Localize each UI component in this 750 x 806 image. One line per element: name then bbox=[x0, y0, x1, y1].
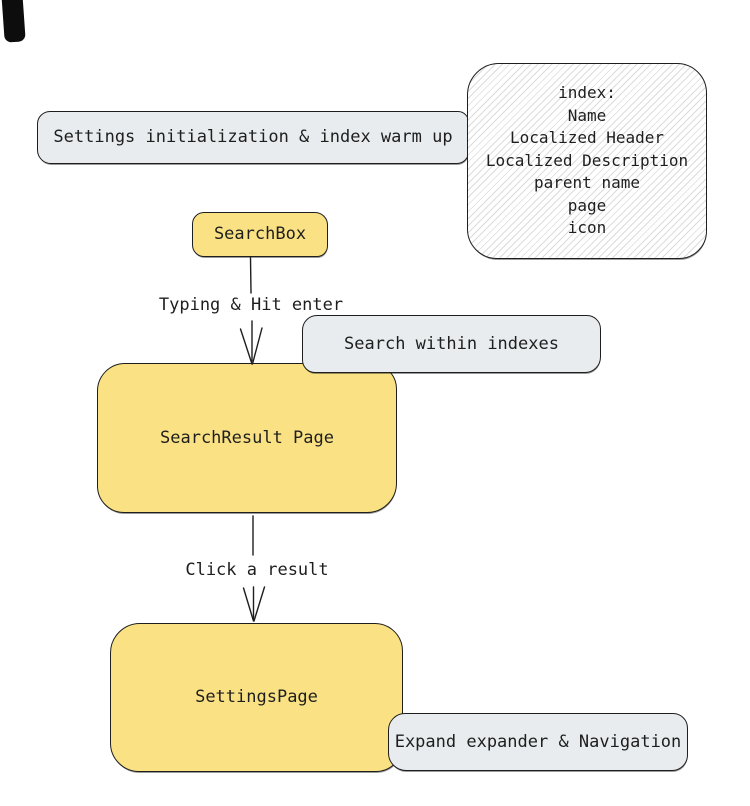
node-search-within-indexes: Search within indexes bbox=[302, 315, 601, 373]
index-line: parent name bbox=[534, 173, 640, 193]
node-expand-expander-navigation: Expand expander & Navigation bbox=[388, 713, 688, 771]
node-settingspage: SettingsPage bbox=[110, 623, 403, 772]
index-line: page bbox=[567, 195, 607, 215]
edge-label-typing-hit-enter: Typing & Hit enter bbox=[158, 295, 344, 315]
node-label: SearchBox bbox=[213, 224, 307, 245]
node-searchbox: SearchBox bbox=[192, 212, 328, 257]
node-index-fields: index: Name Localized Header Localized D… bbox=[467, 63, 707, 259]
node-searchresult-page: SearchResult Page bbox=[97, 363, 397, 513]
index-line: Name bbox=[567, 105, 607, 125]
index-line: icon bbox=[567, 218, 607, 238]
index-line: Localized Description bbox=[485, 150, 689, 170]
node-label: Search within indexes bbox=[344, 333, 559, 354]
node-label: SettingsPage bbox=[195, 687, 318, 708]
index-line: Localized Header bbox=[509, 128, 665, 148]
black-corner-shape bbox=[1, 0, 26, 43]
edge-label-click-a-result: Click a result bbox=[185, 560, 329, 580]
node-label: SearchResult Page bbox=[160, 427, 334, 448]
node-label: Settings initialization & index warm up bbox=[53, 127, 453, 148]
node-settings-initialization: Settings initialization & index warm up bbox=[37, 111, 469, 164]
node-label: Expand expander & Navigation bbox=[394, 731, 682, 752]
index-line: index: bbox=[558, 83, 616, 103]
